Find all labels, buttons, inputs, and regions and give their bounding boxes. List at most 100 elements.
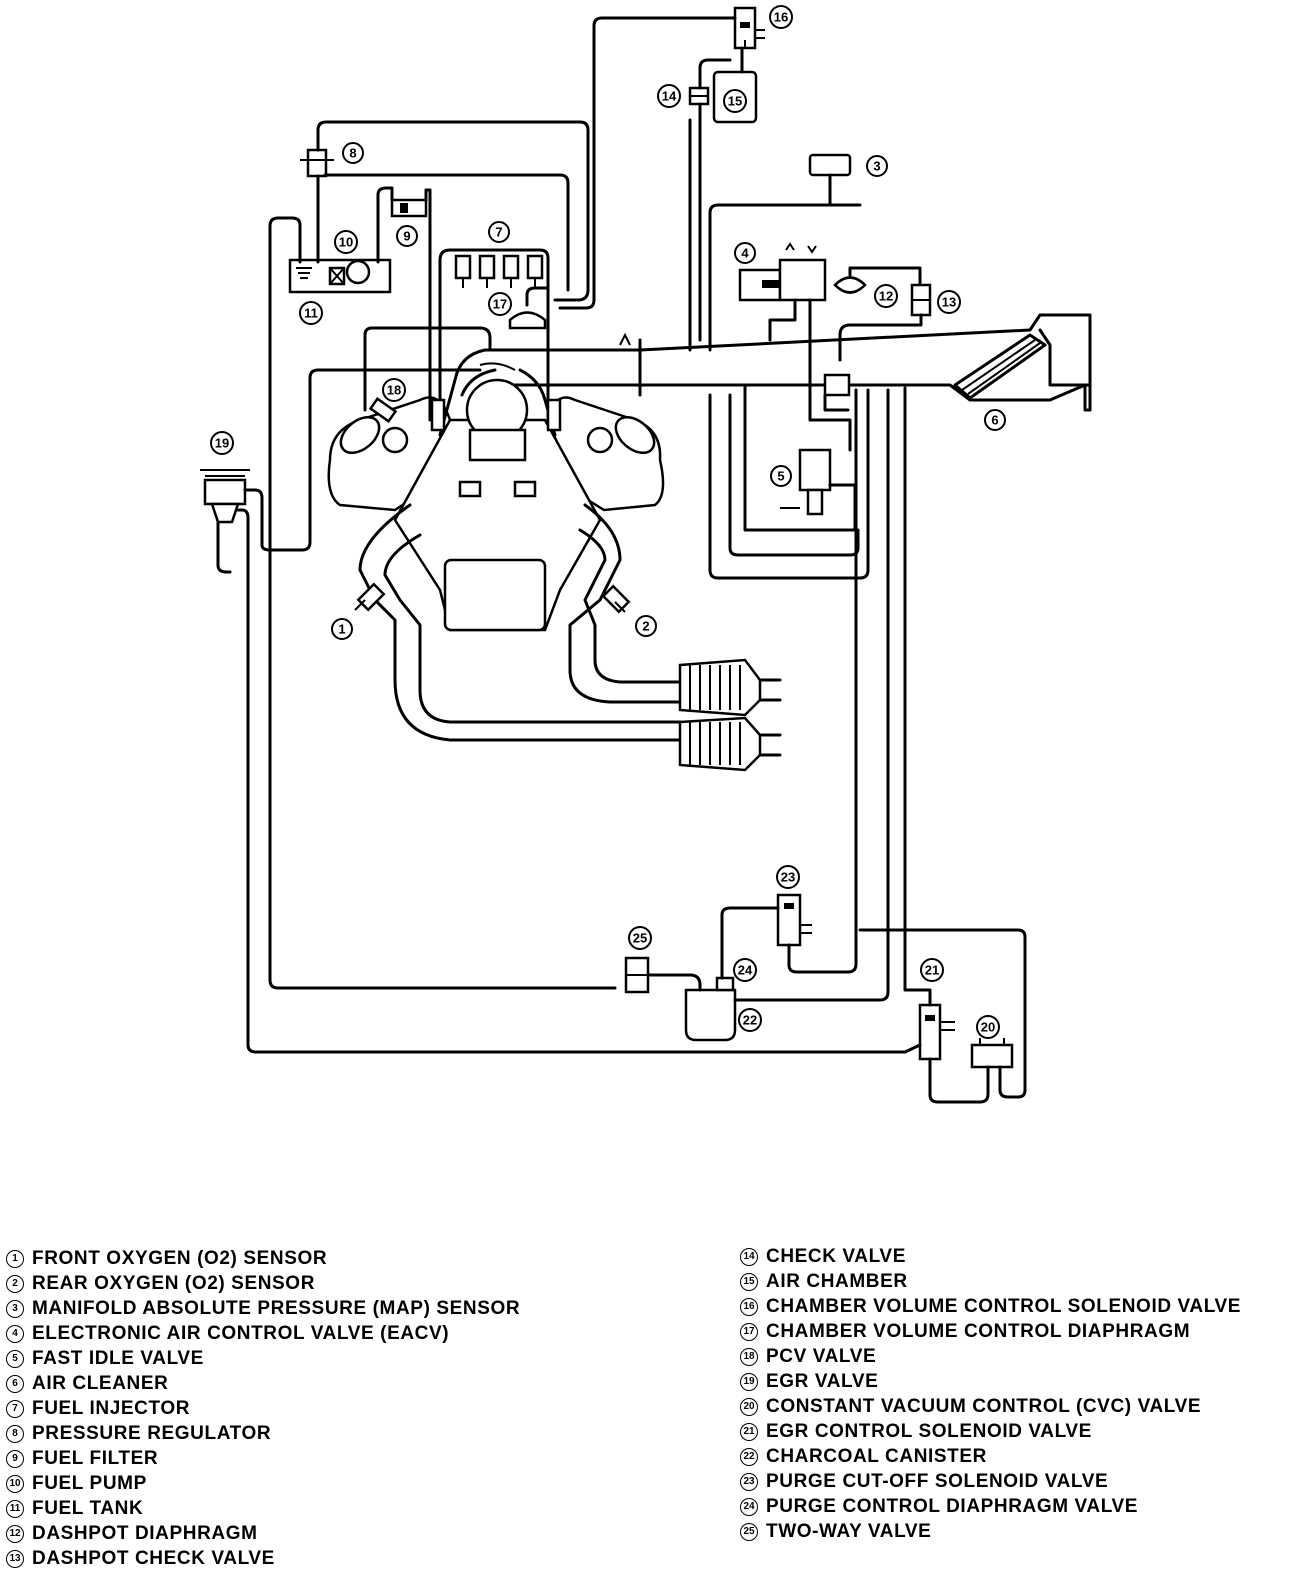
svg-text:24: 24: [738, 963, 753, 978]
legend-number: 2: [6, 1274, 24, 1293]
svg-text:10: 10: [339, 235, 353, 250]
callout-16: 16: [769, 5, 793, 29]
legend-label: CHAMBER VOLUME CONTROL DIAPHRAGM: [766, 1321, 1191, 1342]
engine-block: [327, 378, 665, 632]
callout-1: 1: [331, 618, 353, 640]
legend-label: PURGE CONTROL DIAPHRAGM VALVE: [766, 1496, 1139, 1517]
legend-number: 17: [740, 1322, 758, 1341]
callout-25: 25: [628, 926, 652, 950]
legend-label: ELECTRONIC AIR CONTROL VALVE (EACV): [32, 1323, 450, 1344]
callout-8: 8: [342, 142, 364, 164]
svg-text:21: 21: [925, 963, 939, 978]
legend-label: FUEL INJECTOR: [32, 1398, 191, 1419]
legend-label: AIR CHAMBER: [766, 1271, 908, 1292]
legend-item: 22 CHARCOAL CANISTER: [740, 1444, 1241, 1469]
legend-number: 10: [6, 1474, 24, 1493]
callout-11: 11: [299, 301, 323, 325]
exhaust-system: [358, 503, 782, 772]
intake-runners: [438, 348, 557, 437]
legend-label: CHECK VALVE: [766, 1246, 906, 1267]
callout-5: 5: [770, 465, 792, 487]
svg-text:11: 11: [304, 306, 318, 321]
legend-label: FUEL PUMP: [32, 1473, 147, 1494]
charcoal-canister: [684, 988, 737, 1042]
rear-oxygen-sensor: [601, 584, 631, 614]
legend-number: 6: [6, 1374, 24, 1393]
callout-6: 6: [984, 409, 1006, 431]
legend-item: 16 CHAMBER VOLUME CONTROL SOLENOID VALVE: [740, 1294, 1241, 1319]
legend-label: CHARCOAL CANISTER: [766, 1446, 987, 1467]
legend-label: FUEL TANK: [32, 1498, 144, 1519]
legend-label: CHAMBER VOLUME CONTROL SOLENOID VALVE: [766, 1296, 1242, 1317]
svg-text:2: 2: [642, 619, 649, 634]
callout-15: 15: [723, 89, 747, 113]
callout-3: 3: [866, 155, 888, 177]
callout-19: 19: [210, 431, 234, 455]
legend-label: DASHPOT DIAPHRAGM: [32, 1523, 258, 1544]
map-sensor: [708, 153, 862, 332]
svg-text:9: 9: [403, 229, 410, 244]
svg-text:4: 4: [741, 246, 749, 261]
svg-text:25: 25: [633, 931, 647, 946]
chamber-volume-control-diaphragm: [508, 286, 550, 330]
svg-text:12: 12: [879, 289, 893, 304]
callout-24: 24: [733, 958, 757, 982]
legend-number: 25: [740, 1522, 758, 1541]
svg-text:7: 7: [495, 225, 502, 240]
legend-number: 4: [6, 1324, 24, 1343]
electronic-air-control-valve: [738, 242, 852, 452]
svg-text:15: 15: [728, 94, 742, 109]
dashpot-diaphragm: [833, 266, 922, 294]
svg-text:1: 1: [338, 622, 345, 637]
legend-number: 7: [6, 1399, 24, 1418]
legend-number: 12: [6, 1524, 24, 1543]
purge-control-diaphragm-valve: [715, 976, 735, 992]
legend-number: 16: [740, 1297, 758, 1316]
legend-number: 22: [740, 1447, 758, 1466]
egr-control-solenoid-valve: [918, 1003, 955, 1061]
legend-label: PURGE CUT-OFF SOLENOID VALVE: [766, 1471, 1109, 1492]
svg-text:18: 18: [387, 383, 401, 398]
legend-label: DASHPOT CHECK VALVE: [32, 1548, 275, 1569]
legend-number: 19: [740, 1372, 758, 1391]
legend-label: PRESSURE REGULATOR: [32, 1423, 272, 1444]
svg-text:19: 19: [215, 436, 229, 451]
legend-label: PCV VALVE: [766, 1346, 877, 1367]
svg-text:6: 6: [991, 413, 998, 428]
legend-item: 14 CHECK VALVE: [740, 1244, 1241, 1269]
callout-17: 17: [488, 292, 512, 316]
legend-label: REAR OXYGEN (O2) SENSOR: [32, 1273, 316, 1294]
purge-cut-off-solenoid-valve: [776, 893, 812, 947]
callout-4: 4: [734, 242, 756, 264]
svg-text:3: 3: [873, 159, 880, 174]
fuel-pump: [328, 259, 371, 286]
legend-label: CONSTANT VACUUM CONTROL (CVC) VALVE: [766, 1396, 1202, 1417]
dashpot-check-valve: [838, 283, 932, 362]
fuel-lines: [268, 120, 617, 990]
callout-10: 10: [334, 230, 358, 254]
legend-number: 14: [740, 1247, 758, 1266]
vacuum-hoses: [216, 328, 1027, 1104]
legend-number: 9: [6, 1449, 24, 1468]
callout-13: 13: [937, 290, 961, 314]
callout-7: 7: [488, 221, 510, 243]
legend-label: FRONT OXYGEN (O2) SENSOR: [32, 1248, 328, 1269]
callout-12: 12: [874, 284, 898, 308]
two-way-valve: [624, 956, 650, 994]
fuel-filter: [390, 198, 428, 218]
svg-text:17: 17: [493, 297, 507, 312]
callout-14: 14: [657, 84, 681, 108]
svg-text:5: 5: [777, 469, 784, 484]
